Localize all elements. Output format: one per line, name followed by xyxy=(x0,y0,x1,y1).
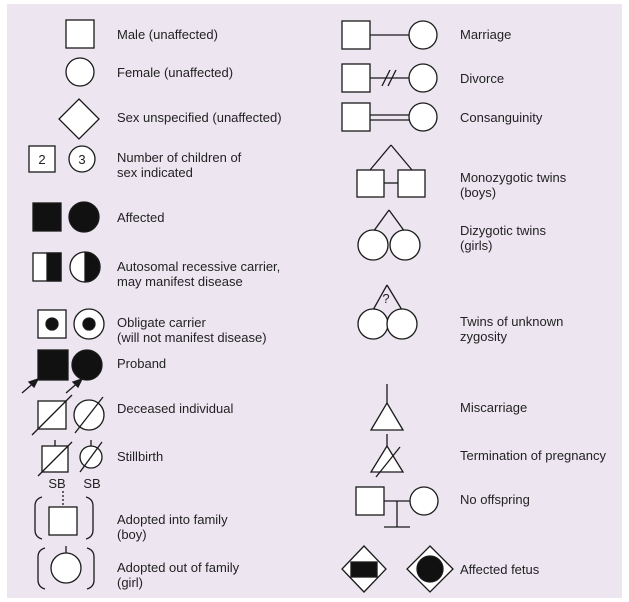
square-number-text: 2 xyxy=(38,152,45,167)
proband-arrow-icon xyxy=(21,377,40,394)
obligate-carrier-female-icon xyxy=(73,308,105,340)
proband-arrow-icon xyxy=(65,377,84,394)
number-children-square-icon xyxy=(28,145,56,173)
monozygotic-twins-icon xyxy=(356,144,426,198)
termination-label: Termination of pregnancy xyxy=(460,448,606,463)
recessive-carrier-female-icon xyxy=(69,251,101,283)
consanguinity-label: Consanguinity xyxy=(460,110,543,125)
miscarriage-label: Miscarriage xyxy=(460,400,528,415)
marriage-label: Marriage xyxy=(460,27,512,42)
deceased-female-icon xyxy=(73,396,105,434)
recessive-carrier-label: Autosomal recessive carrier, may manifes… xyxy=(117,259,281,289)
obligate-carrier-label: Obligate carrier (will not manifest dise… xyxy=(117,315,267,345)
female-circle-icon xyxy=(65,57,95,87)
unknown-zygosity-label: Twins of unknown zygosity xyxy=(460,314,564,344)
consanguinity-icon xyxy=(341,102,438,132)
no-offspring-label: No offspring xyxy=(460,492,530,507)
stillbirth-sb-text: SB xyxy=(48,476,65,491)
dizygotic-twins-label: Dizygotic twins (girls) xyxy=(460,223,546,253)
affected-female-circle-icon xyxy=(68,201,100,233)
deceased-male-icon xyxy=(31,394,73,436)
adopted-out-girl-icon xyxy=(37,546,95,590)
stillbirth-sb-text: SB xyxy=(83,476,100,491)
adopted-in-label: Adopted into family (boy) xyxy=(117,512,228,542)
termination-icon xyxy=(369,434,405,478)
female-label: Female (unaffected) xyxy=(117,65,234,80)
dizygotic-twins-icon xyxy=(357,209,421,261)
obligate-carrier-male-icon xyxy=(37,309,67,339)
affected-fetus-female-icon xyxy=(406,545,454,593)
adopted-out-label: Adopted out of family (girl) xyxy=(117,560,240,590)
male-square-icon xyxy=(65,19,95,49)
divorce-label: Divorce xyxy=(460,71,505,86)
adopted-in-boy-icon xyxy=(34,491,94,540)
stillbirth-label: Stillbirth xyxy=(117,449,164,464)
legend-panel xyxy=(7,4,622,598)
no-offspring-icon xyxy=(355,486,439,528)
proband-male-square-icon xyxy=(37,349,69,381)
unknown-zygosity-twins-icon xyxy=(357,284,418,340)
stillbirth-male-icon xyxy=(37,440,73,477)
number-children-circle-icon xyxy=(68,145,96,173)
affected-male-square-icon xyxy=(32,202,62,232)
circle-number-text: 3 xyxy=(78,152,85,167)
affected-fetus-male-icon xyxy=(341,545,387,593)
male-label: Male (unaffected) xyxy=(117,27,218,42)
monozygotic-twins-label: Monozygotic twins (boys) xyxy=(460,170,567,200)
stillbirth-female-icon xyxy=(79,440,103,473)
proband-female-circle-icon xyxy=(71,349,103,381)
miscarriage-icon xyxy=(369,384,405,431)
number-of-children-label: Number of children of sex indicated xyxy=(117,150,242,180)
sex-unspecified-diamond-icon xyxy=(58,98,100,140)
affected-label: Affected xyxy=(117,210,165,225)
proband-label: Proband xyxy=(117,356,167,371)
divorce-icon xyxy=(341,63,438,93)
question-mark-text: ? xyxy=(382,291,389,306)
affected-fetus-label: Affected fetus xyxy=(460,562,540,577)
marriage-icon xyxy=(341,20,438,50)
sex-unspecified-label: Sex unspecified (unaffected) xyxy=(117,110,282,125)
deceased-label: Deceased individual xyxy=(117,401,234,416)
recessive-carrier-male-icon xyxy=(32,252,62,282)
